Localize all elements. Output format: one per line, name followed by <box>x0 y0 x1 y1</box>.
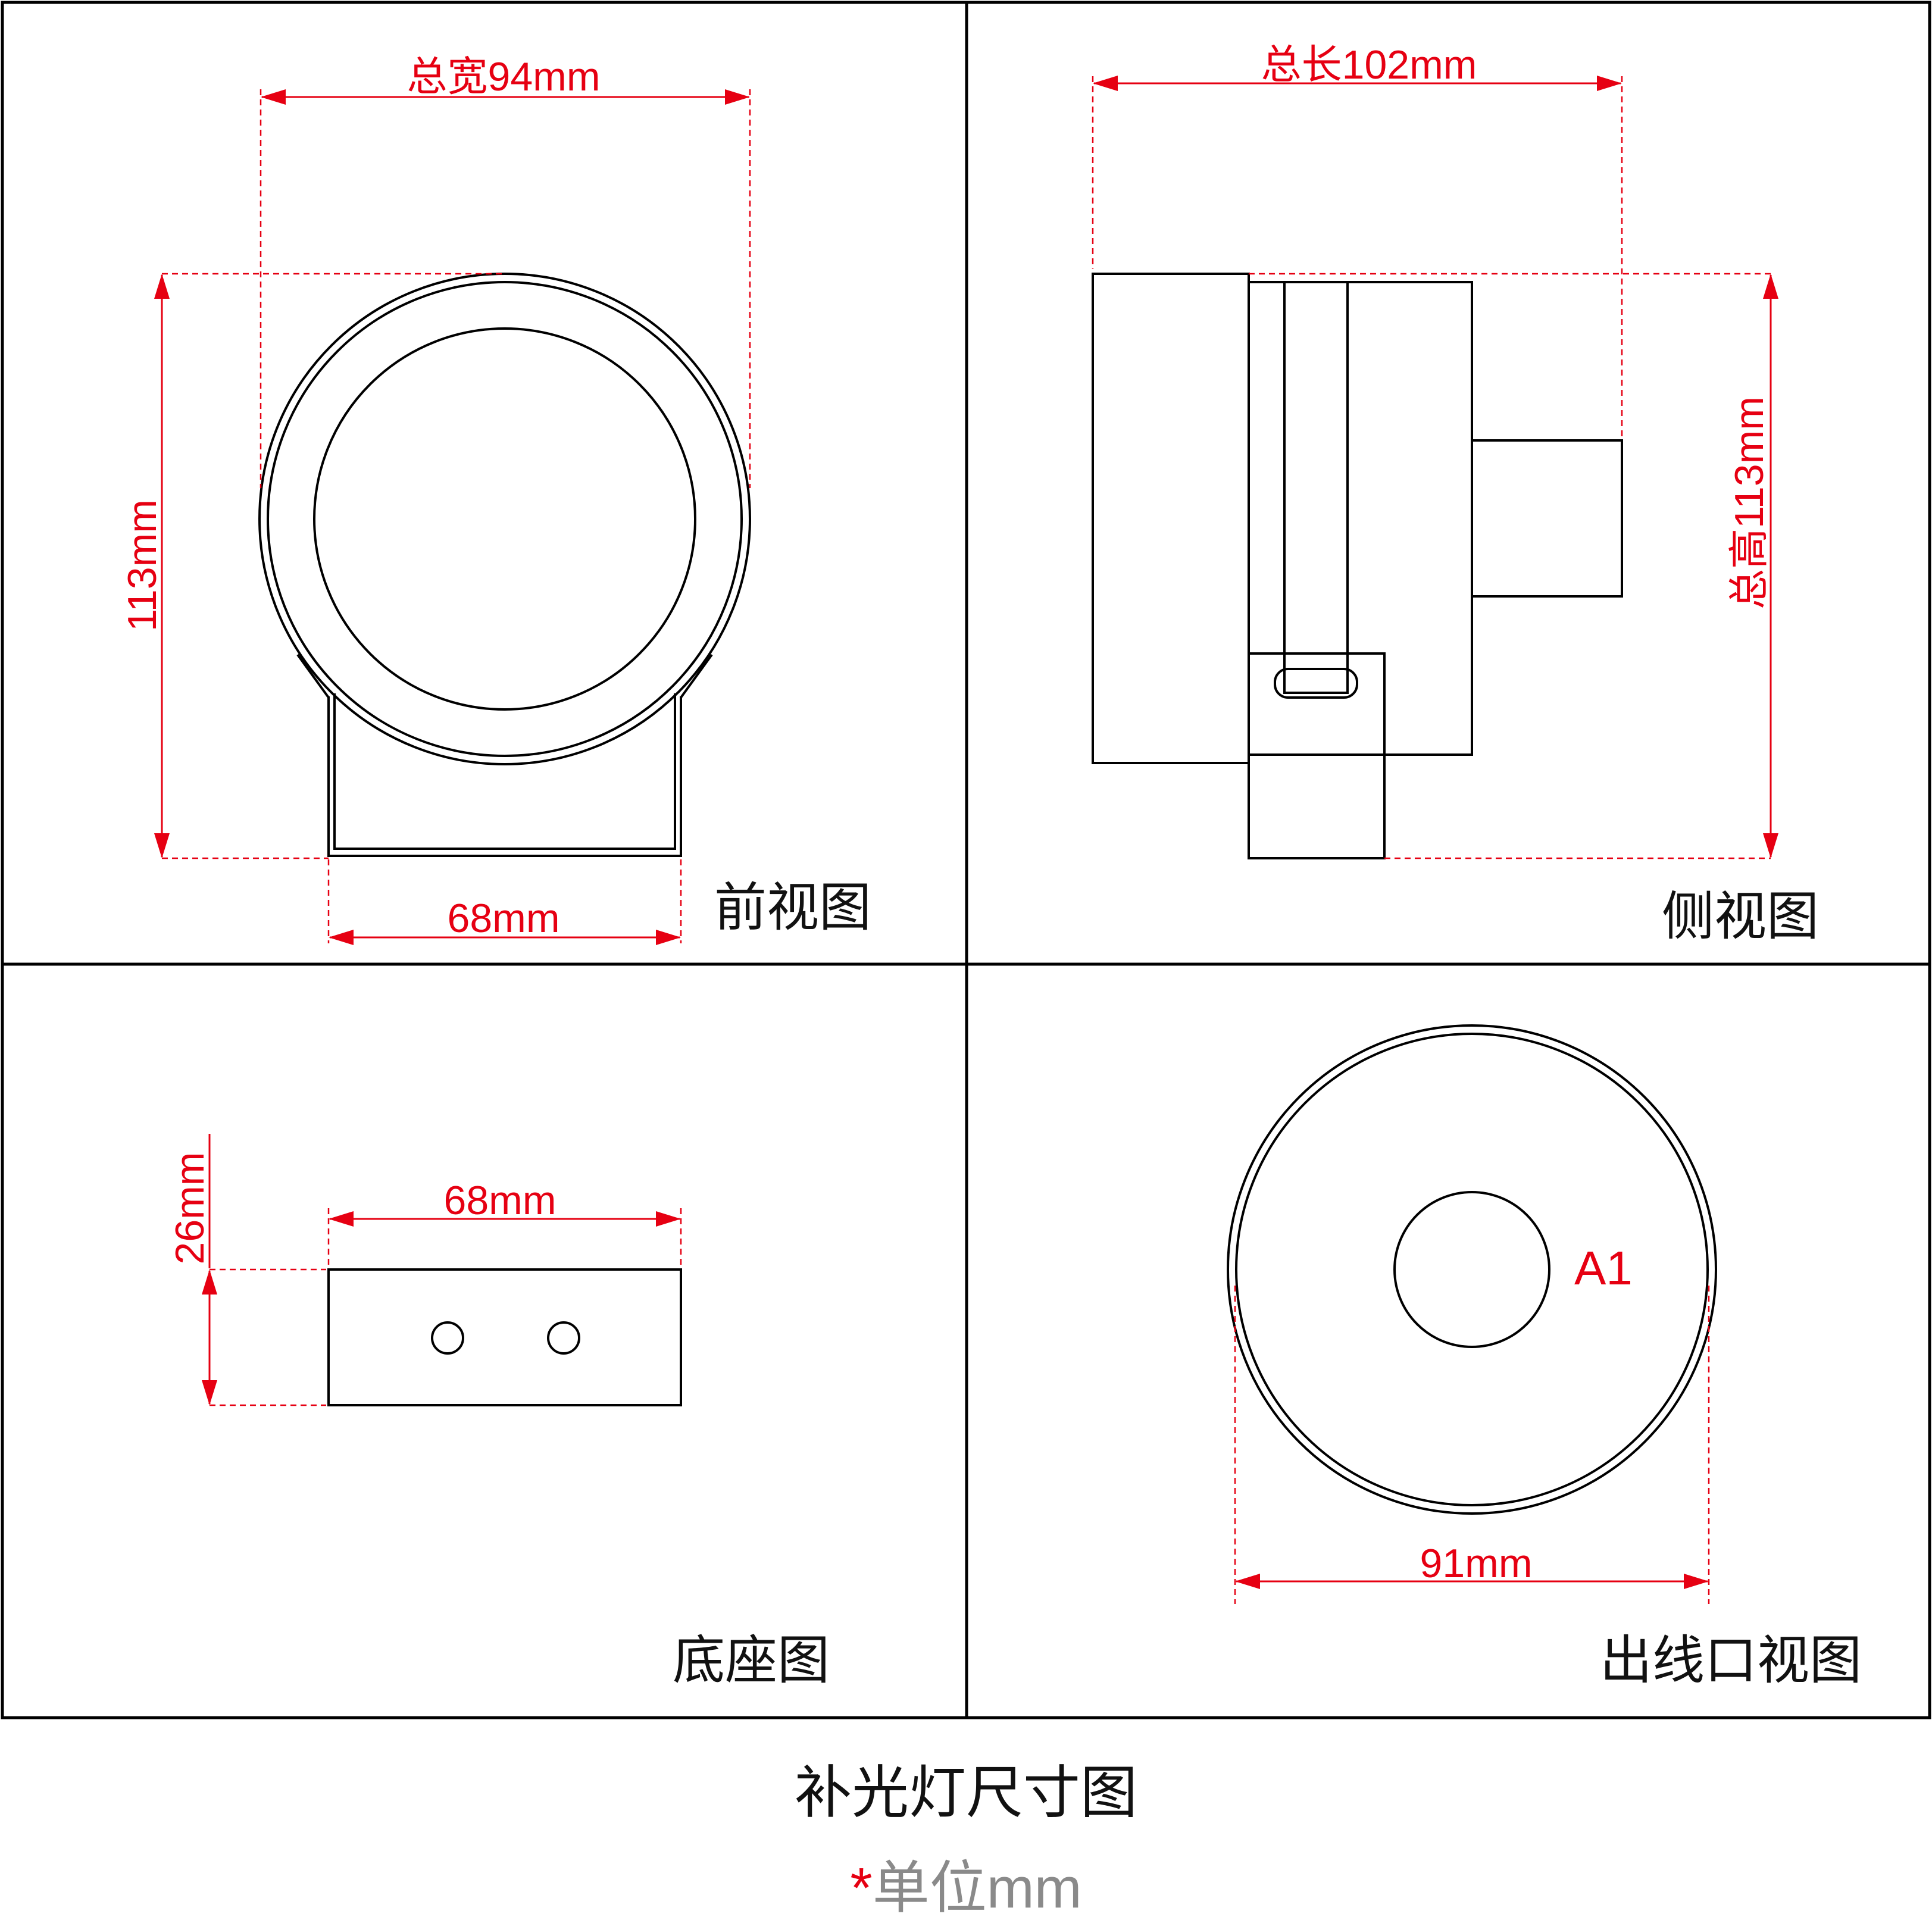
outlet-view: A1 91mm 出线口视图 <box>1227 1024 1862 1690</box>
base-view: 68mm 26mm 底座图 <box>167 1134 830 1690</box>
unit-note-star: * <box>850 1856 872 1920</box>
outlet-diameter-label: 91mm <box>1420 1541 1533 1586</box>
front-view-label: 前视图 <box>714 878 871 937</box>
outlet-marker: A1 <box>1574 1242 1633 1294</box>
drawing-frame <box>1 1 1931 1719</box>
side-view-label: 侧视图 <box>1662 887 1819 946</box>
front-view: 总宽94mm 113mm 68mm 前视图 <box>120 54 871 945</box>
base-view-label: 底座图 <box>673 1631 830 1690</box>
unit-note-text: 单位mm <box>873 1856 1082 1920</box>
base-height-label: 26mm <box>167 1152 212 1265</box>
front-height-label: 113mm <box>120 499 165 631</box>
unit-note: *单位mm <box>850 1856 1081 1920</box>
side-view: 总长102mm 总高113mm 侧视图 <box>1092 42 1819 946</box>
base-width-label: 68mm <box>444 1178 557 1223</box>
side-length-label: 总长102mm <box>1261 42 1477 87</box>
side-height-label: 总高113mm <box>1727 396 1772 609</box>
outlet-view-label: 出线口视图 <box>1600 1631 1862 1690</box>
front-width-label: 总宽94mm <box>407 54 601 99</box>
front-base-label: 68mm <box>448 896 560 941</box>
drawing-title: 补光灯尺寸图 <box>795 1761 1137 1825</box>
